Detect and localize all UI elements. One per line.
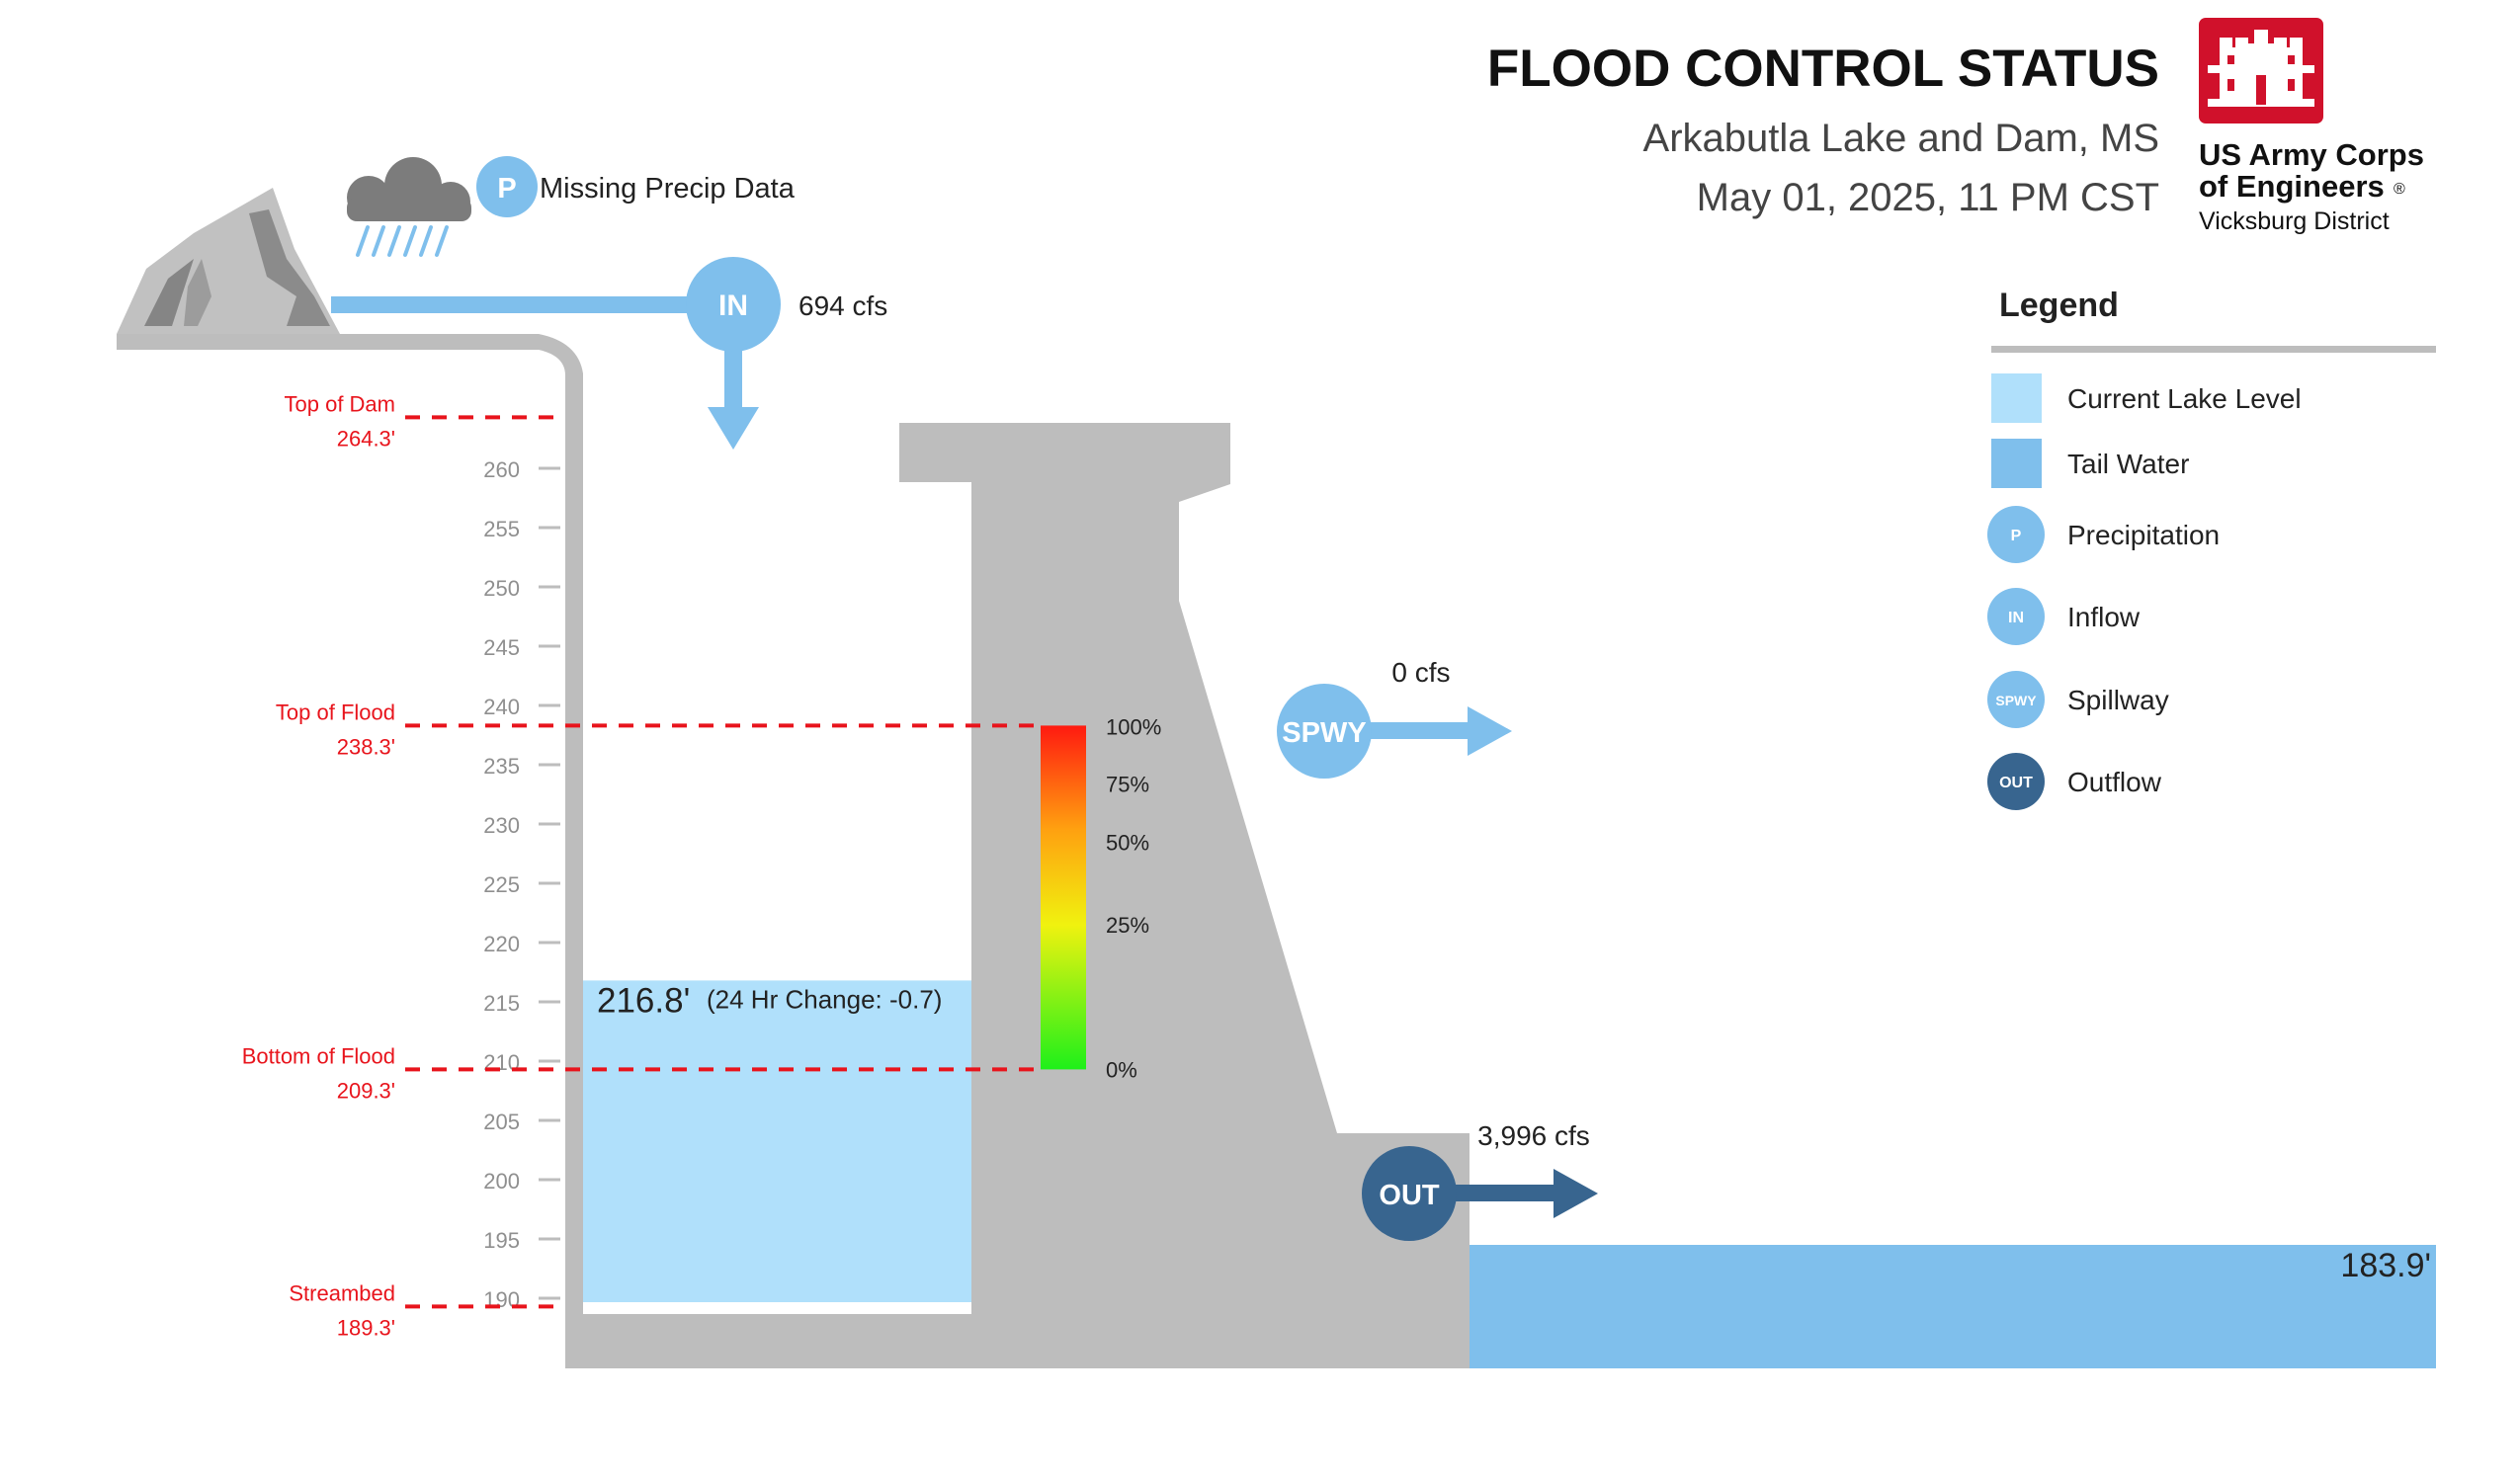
logo-line-1: US Army Corps [2199,137,2424,172]
legend-badge [1987,506,2045,563]
legend-label: Spillway [2067,685,2169,715]
scale-tick-label: 215 [483,991,520,1016]
outflow-arrow-icon [1554,1169,1598,1218]
scale-tick-label: 235 [483,754,520,779]
flood-storage-gauge [1041,725,1086,1070]
legend-title: Legend [1999,287,2119,324]
legend-item: OUT Outflow [1987,753,2162,810]
flood-storage-ticks: 100% 75% 50% 25% 0% [1106,714,1161,1082]
flood-storage-tick-label: 50% [1106,831,1149,856]
legend-swatch [1991,439,2042,488]
spillway-arrow-icon [1468,706,1512,756]
lake-level-label: 216.8' [597,981,690,1020]
scale-tick-label: 205 [483,1110,520,1134]
legend-divider [1991,346,2436,353]
dam-body [899,423,1470,1368]
lake-water [583,980,971,1302]
legend-label: Outflow [2067,767,2162,797]
reference-name: Top of Dam [285,391,396,416]
scale-tick-label: 245 [483,635,520,660]
tailwater [1470,1245,2436,1368]
precip-badge-letter: P [497,173,516,205]
legend-label: Current Lake Level [2067,383,2302,414]
flood-storage-tick-label: 100% [1106,714,1161,739]
outflow-badge-label: OUT [1379,1180,1440,1211]
outflow-value: 3,996 cfs [1477,1120,1590,1151]
spillway-badge: SPWY [1277,684,1372,779]
flood-storage-tick-label: 0% [1106,1057,1137,1082]
legend-item: Tail Water [1991,439,2189,488]
legend-badge [1987,671,2045,728]
scale-tick-label: 200 [483,1169,520,1194]
outflow-badge: OUT [1362,1146,1457,1241]
tailwater-level-label: 183.9' [2340,1247,2431,1284]
outflow-arrow-shaft [1448,1185,1556,1201]
scale-tick-label: 255 [483,517,520,541]
legend-badge-label: P [2011,528,2022,544]
flood-storage-tick-label: 75% [1106,773,1149,797]
scale-tick-label: 230 [483,813,520,838]
location-subtitle: Arkabutla Lake and Dam, MS [1643,117,2159,160]
lake-24hr-change: (24 Hr Change: -0.7) [707,984,942,1014]
reference-name: Bottom of Flood [242,1043,395,1068]
reference-value: 189.3' [337,1315,395,1340]
scale-tick-label: 260 [483,457,520,482]
datetime-subtitle: May 01, 2025, 11 PM CST [1697,176,2159,219]
precip-badge: P [476,156,538,217]
legend-badge [1987,753,2045,810]
legend-item: IN Inflow [1987,588,2141,645]
reference-name: Streambed [289,1280,395,1305]
reference-name: Top of Flood [276,700,395,724]
rain-cloud-icon [347,157,471,257]
scale-tick-label: 225 [483,872,520,897]
inflow-value: 694 cfs [798,290,887,321]
legend-label: Tail Water [2067,449,2189,479]
page-title: FLOOD CONTROL STATUS [1487,40,2159,98]
elevation-scale: 2602552502452402352302252202152102052001… [483,457,560,1312]
inflow-badge: IN [686,257,781,352]
legend-badge-label: SPWY [1995,693,2037,708]
inflow-arrow-icon [708,407,759,450]
logo-line-2: of Engineers [2199,169,2385,204]
flood-storage-tick-label: 25% [1106,913,1149,938]
scale-tick-label: 220 [483,932,520,956]
spillway-badge-label: SPWY [1282,717,1366,749]
legend-item: SPWY Spillway [1987,671,2169,728]
inflow-channel [331,296,736,313]
legend-badge [1987,588,2045,645]
precip-status-text: Missing Precip Data [540,173,796,205]
reference-value: 238.3' [337,734,395,759]
inflow-badge-label: IN [718,289,748,322]
legend-badge-label: IN [2008,610,2024,626]
reference-value: 209.3' [337,1078,395,1103]
legend-swatch [1991,373,2042,423]
legend-label: Inflow [2067,602,2141,632]
legend-badge-label: OUT [1999,775,2033,791]
usace-logo: US Army Corps of Engineers ® Vicksburg D… [2199,18,2424,235]
mountain-icon [117,188,340,334]
logo-registered-mark: ® [2394,181,2405,198]
scale-tick-label: 250 [483,576,520,601]
legend-item: P Precipitation [1987,506,2220,563]
spillway-value: 0 cfs [1391,657,1450,688]
logo-district: Vicksburg District [2199,207,2390,235]
spillway-arrow-shaft [1364,722,1470,739]
reference-value: 264.3' [337,426,395,451]
scale-tick-label: 195 [483,1228,520,1253]
reference-lines: Top of Dam 264.3' Top of Flood 238.3' Bottom… [242,391,1041,1340]
scale-tick-label: 240 [483,695,520,719]
legend-item: Current Lake Level [1991,373,2302,423]
legend-label: Precipitation [2067,520,2220,550]
